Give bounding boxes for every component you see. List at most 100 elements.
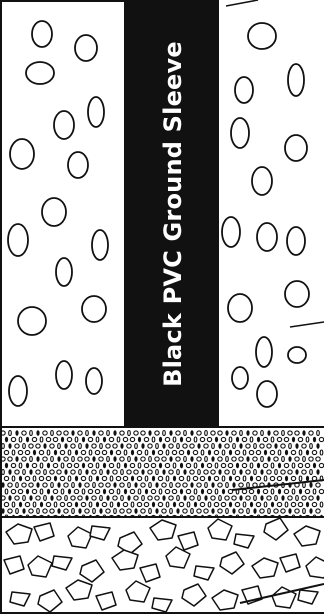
- gravel-pebble: [117, 437, 120, 442]
- gravel-pebble: [239, 469, 242, 475]
- crushed-rock: [10, 592, 30, 606]
- gravel-pebble: [165, 463, 169, 467]
- gravel-pebble: [298, 437, 302, 441]
- gravel-pebble: [288, 431, 292, 435]
- crushed-rock: [208, 519, 232, 540]
- crushed-rock: [298, 590, 318, 604]
- gravel-pebble: [99, 483, 103, 487]
- gravel-pebble: [46, 476, 50, 480]
- gravel-pebble: [260, 509, 264, 513]
- gravel-pebble: [120, 443, 123, 449]
- gravel-pebble: [166, 450, 169, 455]
- gravel-pebble: [18, 489, 22, 493]
- gravel-pebble: [44, 496, 47, 501]
- gravel-pebble: [138, 463, 141, 468]
- gravel-pebble: [152, 476, 155, 482]
- gravel-pebble: [159, 489, 162, 494]
- crushed-rock: [252, 558, 278, 578]
- gravel-pebble: [281, 470, 285, 474]
- gravel-pebble: [274, 457, 278, 461]
- gravel-pebble: [179, 450, 183, 454]
- gravel-pebble: [298, 502, 302, 506]
- soil-stone: [56, 361, 72, 389]
- gravel-pebble: [134, 470, 138, 474]
- crushed-rock: [66, 580, 92, 600]
- gravel-pebble: [233, 444, 236, 449]
- gravel-pebble: [22, 431, 26, 435]
- gravel-pebble: [254, 496, 257, 501]
- gravel-pebble: [32, 437, 36, 441]
- gravel-pebble: [120, 483, 124, 487]
- gravel-pebble: [61, 463, 64, 468]
- soil-stone: [256, 337, 272, 367]
- gravel-pebble: [197, 431, 201, 435]
- gravel-pebble: [313, 437, 316, 443]
- gravel-pebble: [198, 496, 201, 501]
- gravel-pebble: [253, 508, 256, 514]
- gravel-pebble: [312, 502, 316, 506]
- gravel-pebble: [306, 502, 309, 508]
- gravel-pebble: [33, 502, 36, 507]
- gravel-pebble: [299, 450, 302, 455]
- gravel-pebble: [232, 457, 236, 461]
- crushed-rock: [126, 581, 150, 602]
- gravel-pebble: [295, 457, 299, 461]
- gravel-pebble: [260, 469, 263, 475]
- gravel-pebble: [134, 496, 138, 500]
- gravel-pebble: [64, 457, 68, 461]
- gravel-pebble: [250, 502, 253, 508]
- gravel-pebble: [254, 444, 257, 449]
- gravel-pebble: [61, 437, 64, 443]
- gravel-pebble: [36, 496, 40, 500]
- gravel-pebble: [187, 502, 190, 507]
- gravel-pebble: [261, 457, 264, 462]
- gravel-pebble: [284, 463, 288, 467]
- gravel-pebble: [29, 469, 32, 475]
- gravel-pebble: [211, 496, 215, 500]
- gravel-pebble: [106, 495, 109, 501]
- gravel-pebble: [214, 450, 218, 454]
- gravel-pebble: [30, 457, 33, 462]
- gravel-pebble: [72, 483, 75, 488]
- gravel-pebble: [232, 508, 235, 514]
- gravel-pebble: [155, 508, 158, 514]
- gravel-pebble: [88, 463, 92, 467]
- gravel-pebble: [117, 502, 120, 508]
- gravel-pebble: [15, 430, 18, 436]
- gravel-pebble: [207, 489, 211, 493]
- gravel-pebble: [291, 476, 295, 480]
- gravel-pebble: [299, 489, 302, 495]
- gravel-pebble: [107, 431, 110, 436]
- gravel-pebble: [128, 483, 131, 488]
- gravel-pebble: [201, 489, 204, 495]
- gravel-pebble: [277, 502, 281, 506]
- gravel-pebble: [57, 496, 61, 500]
- gravel-pebble: [236, 437, 239, 443]
- gravel-pebble: [36, 444, 40, 448]
- soil-stone: [228, 294, 252, 322]
- gravel-pebble: [110, 476, 113, 481]
- gravel-pebble: [225, 470, 229, 474]
- gravel-pebble: [85, 483, 89, 487]
- gravel-pebble: [204, 444, 208, 448]
- gravel-pebble: [4, 476, 8, 480]
- gravel-pebble: [106, 444, 110, 448]
- gravel-pebble: [250, 463, 253, 468]
- gravel-pebble: [53, 489, 57, 493]
- gravel-pebble: [29, 509, 33, 513]
- gravel-pebble: [303, 509, 306, 514]
- gravel-pebble: [120, 431, 124, 435]
- gravel-pebble: [256, 450, 260, 454]
- gravel-pebble: [239, 495, 242, 501]
- gravel-pebble: [215, 463, 218, 468]
- crushed-rock: [6, 524, 32, 544]
- gravel-pebble: [183, 469, 186, 475]
- gravel-pebble: [25, 502, 29, 506]
- gravel-pebble: [242, 463, 246, 467]
- gravel-pebble: [88, 489, 92, 493]
- gravel-pebble: [317, 431, 320, 436]
- gravel-pebble: [277, 437, 281, 441]
- gravel-pebble: [81, 450, 85, 454]
- gravel-pebble: [152, 502, 155, 508]
- gravel-pebble: [256, 476, 260, 480]
